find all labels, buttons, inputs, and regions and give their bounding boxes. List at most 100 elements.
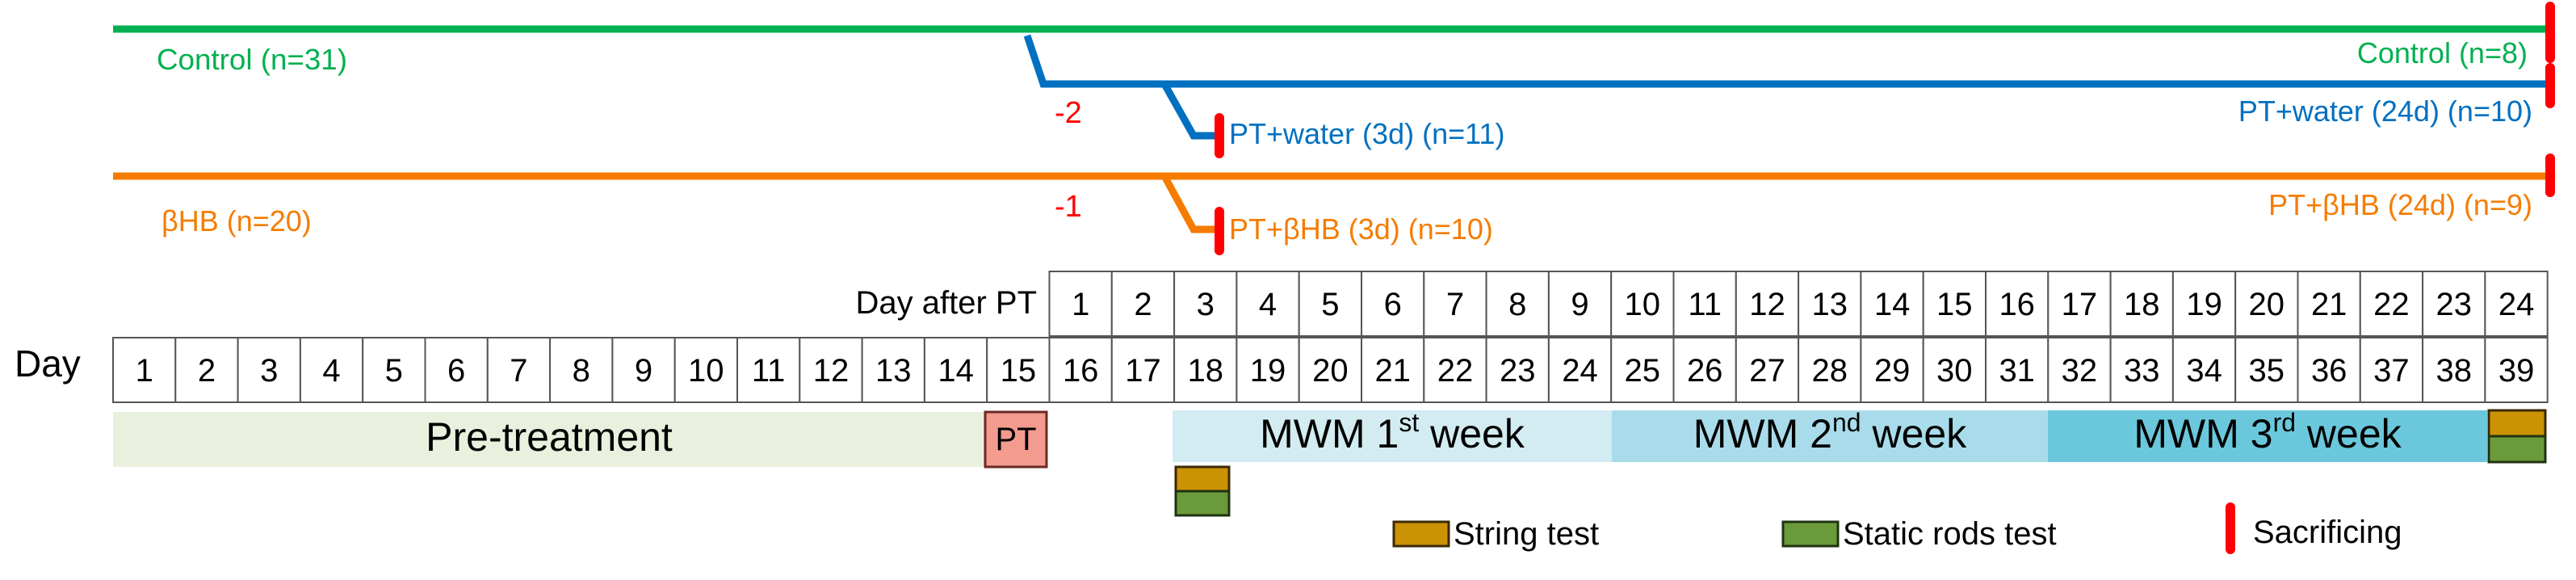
static-rods-marker-day18 bbox=[1174, 490, 1231, 517]
day-number: 22 bbox=[1437, 353, 1474, 389]
string-test-marker-day18 bbox=[1174, 465, 1231, 493]
day-number: 30 bbox=[1936, 353, 1973, 389]
day-after-pt-cell bbox=[2422, 271, 2486, 337]
day-after-pt-cell bbox=[1361, 271, 1425, 337]
pretreatment-label: Pre-treatment bbox=[426, 414, 673, 460]
day-number: 6 bbox=[447, 353, 465, 389]
day-cell bbox=[1110, 337, 1176, 403]
day-cell bbox=[1173, 337, 1238, 403]
day-after-pt-number: 12 bbox=[1749, 287, 1785, 322]
day-after-pt-cell bbox=[1173, 271, 1238, 337]
day-after-pt-cell bbox=[2359, 271, 2424, 337]
water-line bbox=[1023, 34, 2550, 88]
day-cell bbox=[2297, 337, 2361, 403]
day-after-pt-number: 6 bbox=[1384, 287, 1402, 322]
day-number: 18 bbox=[1188, 353, 1224, 389]
day-cell bbox=[611, 337, 676, 403]
day-number: 16 bbox=[1063, 353, 1099, 389]
day-cell bbox=[2171, 337, 2237, 403]
day-after-pt-number: 9 bbox=[1571, 287, 1588, 322]
day-after-pt-cell bbox=[1110, 271, 1176, 337]
day-after-pt-number: 15 bbox=[1936, 287, 1973, 322]
day-number: 11 bbox=[752, 353, 786, 389]
day-number: 8 bbox=[573, 353, 590, 389]
day-cell bbox=[1610, 337, 1675, 403]
day-after-pt-number: 3 bbox=[1197, 287, 1215, 322]
mwm-week1-bar bbox=[1173, 410, 1612, 462]
day-cell bbox=[1485, 337, 1550, 403]
control-start-label: Control (n=31) bbox=[157, 43, 347, 76]
day-cell bbox=[174, 337, 239, 403]
day-number: 26 bbox=[1687, 353, 1723, 389]
day-cell bbox=[1361, 337, 1425, 403]
day-number: 4 bbox=[322, 353, 340, 389]
day-cell bbox=[2484, 337, 2549, 403]
legend-sacrificing-label: Sacrificing bbox=[2253, 515, 2402, 550]
day-number: 33 bbox=[2124, 353, 2160, 389]
day-number: 7 bbox=[510, 353, 527, 389]
day-number: 32 bbox=[2062, 353, 2098, 389]
day-number: 31 bbox=[1999, 353, 2035, 389]
day-cell bbox=[1798, 337, 1862, 403]
day-cell bbox=[986, 337, 1051, 403]
day-after-pt-number: 24 bbox=[2498, 287, 2535, 322]
control-group: Control (n=31) Control (n=8) bbox=[113, 25, 2550, 76]
mwm-week3-bar bbox=[2048, 410, 2487, 462]
day-number: 21 bbox=[1374, 353, 1411, 389]
day-number: 12 bbox=[813, 353, 850, 389]
day-after-pt-number: 19 bbox=[2186, 287, 2222, 322]
water-3d-branch bbox=[1161, 82, 1219, 140]
legend-static-rods-swatch bbox=[1781, 520, 1840, 548]
control-end-label: Control (n=8) bbox=[2357, 36, 2528, 69]
day-label: Day bbox=[15, 343, 81, 385]
day-number: 23 bbox=[1500, 353, 1536, 389]
day-after-pt-number: 2 bbox=[1134, 287, 1152, 322]
bhb-3d-label: PT+βHB (3d) (n=10) bbox=[1229, 212, 1493, 246]
legend-static-rods-label: Static rods test bbox=[1843, 516, 2057, 552]
pretreatment-bar bbox=[113, 412, 985, 467]
day-cell bbox=[424, 337, 489, 403]
day-after-pt-label: Day after PT bbox=[855, 285, 1037, 321]
day-number: 37 bbox=[2373, 353, 2410, 389]
day-after-pt-number: 8 bbox=[1508, 287, 1526, 322]
day-cell bbox=[1860, 337, 1924, 403]
water-24d-label: PT+water (24d) (n=10) bbox=[2238, 95, 2532, 128]
day-after-pt-cell bbox=[1236, 271, 1300, 337]
day-number: 19 bbox=[1250, 353, 1286, 389]
day-number: 1 bbox=[136, 353, 153, 389]
water-offset-label: -2 bbox=[1055, 96, 1082, 130]
day-after-pt-number: 18 bbox=[2124, 287, 2160, 322]
day-number: 14 bbox=[938, 353, 974, 389]
legend-string-test-label: String test bbox=[1454, 516, 1599, 552]
day-cell bbox=[2234, 337, 2299, 403]
day-after-pt-cell bbox=[2297, 271, 2361, 337]
day-after-pt-number: 23 bbox=[2436, 287, 2473, 322]
static-rods-marker-day39 bbox=[2487, 435, 2547, 464]
bhb-24d-label: PT+βHB (24d) (n=9) bbox=[2268, 188, 2532, 221]
day-cell bbox=[299, 337, 364, 403]
water-3d-label: PT+water (3d) (n=11) bbox=[1229, 117, 1504, 150]
day-number: 28 bbox=[1812, 353, 1848, 389]
sacrifice-markers bbox=[1215, 2, 2555, 255]
pt-label: PT bbox=[995, 422, 1036, 457]
day-cell bbox=[1048, 337, 1113, 403]
day-after-pt-number: 10 bbox=[1625, 287, 1661, 322]
phase-bars: Pre-treatment PT MWM 1st week MWM 2nd we… bbox=[113, 408, 2487, 469]
day-number: 15 bbox=[1001, 353, 1037, 389]
day-after-pt-number: 22 bbox=[2373, 287, 2410, 322]
day-number: 39 bbox=[2498, 353, 2535, 389]
string-test-marker-day39 bbox=[2487, 409, 2547, 438]
day-number: 10 bbox=[688, 353, 724, 389]
day-after-pt-number: 20 bbox=[2249, 287, 2285, 322]
day-after-pt-cell bbox=[1672, 271, 1737, 337]
mwm-week3-label: MWM 3rd week bbox=[2133, 408, 2402, 456]
test-markers bbox=[1174, 409, 2547, 517]
day-number: 13 bbox=[875, 353, 912, 389]
day-cell bbox=[736, 337, 801, 403]
day-after-pt-number: 13 bbox=[1812, 287, 1848, 322]
day-after-pt-cell bbox=[2047, 271, 2112, 337]
